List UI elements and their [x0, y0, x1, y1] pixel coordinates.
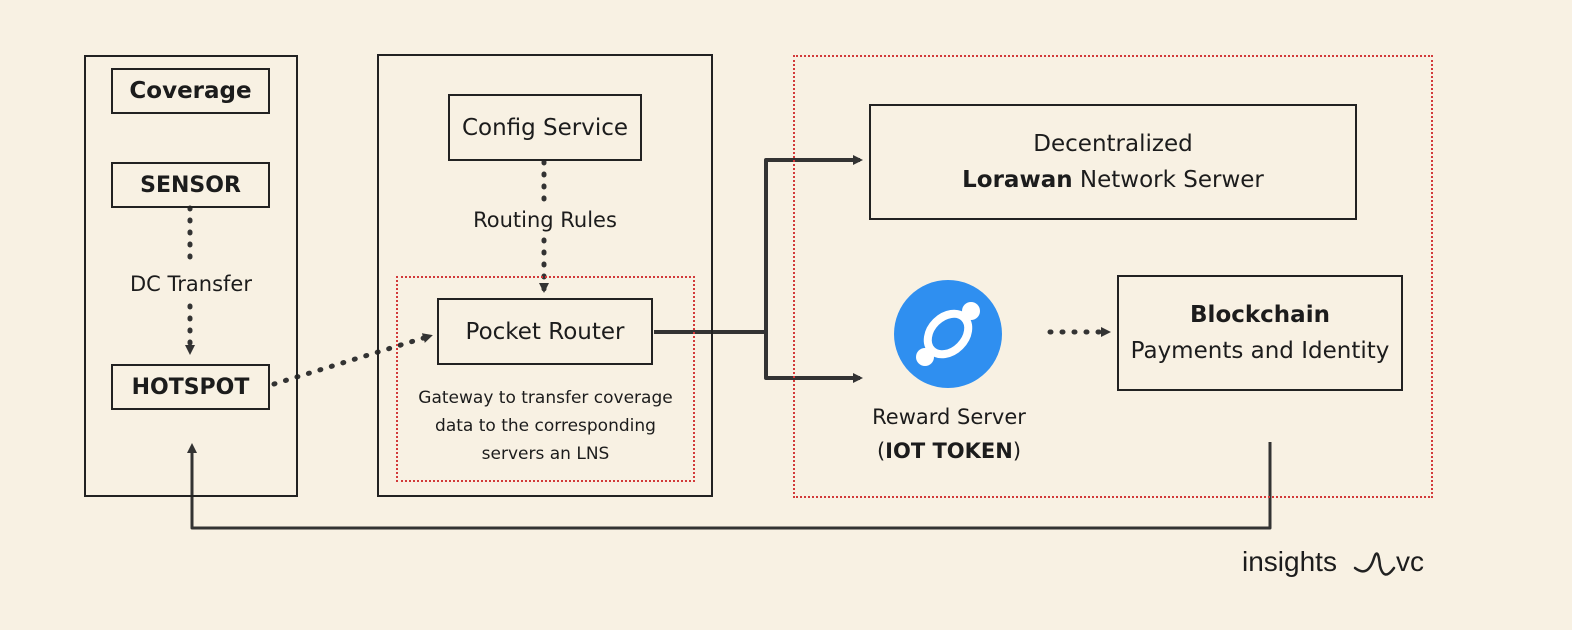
- router-to-lns-arrow: [654, 155, 863, 334]
- reward-server-label: Reward Server (IOT TOKEN): [840, 400, 1058, 468]
- iot-token-text: IOT TOKEN: [885, 439, 1013, 463]
- middle-panel: [377, 54, 713, 497]
- gateway-description-line-1: Gateway to transfer coverage: [418, 388, 673, 408]
- lns-line-1: Decentralized: [1033, 131, 1193, 157]
- lns-rest-text: Network Serwer: [1072, 167, 1264, 193]
- helium-icon-disc: [894, 280, 1002, 388]
- router-to-reward-arrow: [764, 332, 863, 383]
- routing-rules-label: Routing Rules: [473, 208, 617, 232]
- iot-open-paren: (: [876, 439, 886, 463]
- router-highlight-frame: [396, 276, 695, 482]
- lns-server-box: Decentralized Lorawan Network Serwer: [869, 104, 1357, 220]
- lns-line-2: Lorawan Network Serwer: [962, 162, 1264, 198]
- gateway-description-line-3: servers an LNS: [481, 444, 610, 464]
- brand-logo: insights vc: [1242, 546, 1442, 586]
- gateway-description: Gateway to transfer coverage data to the…: [398, 384, 693, 468]
- config-service-box: Config Service: [448, 94, 642, 161]
- dc-transfer-label: DC Transfer: [130, 272, 252, 296]
- brand-text-right: vc: [1396, 546, 1424, 577]
- hotspot-to-router-dotted-arrow: [271, 333, 433, 387]
- blockchain-subtitle: Payments and Identity: [1130, 338, 1390, 364]
- feedback-loop-arrow: [187, 442, 1272, 530]
- iot-token-line: (IOT TOKEN): [840, 434, 1058, 468]
- hotspot-box: HOTSPOT: [111, 364, 270, 410]
- right-panel-frame: [793, 55, 1433, 498]
- brand-text-left: insights: [1242, 546, 1337, 577]
- helium-icon-ring: [923, 309, 973, 359]
- brand-swoosh-mark: [1353, 552, 1396, 576]
- coverage-box: Coverage: [111, 68, 270, 114]
- left-panel: [84, 55, 298, 497]
- reward-server-title: Reward Server: [872, 405, 1026, 429]
- lns-bold-word: Lorawan: [962, 167, 1073, 193]
- helium-icon-dot-bottom: [916, 348, 934, 366]
- helium-token-icon: [894, 280, 1002, 388]
- iot-close-paren: ): [1012, 439, 1022, 463]
- blockchain-title: Blockchain: [1190, 302, 1330, 328]
- pocket-router-box: Pocket Router: [437, 298, 653, 365]
- gateway-description-line-2: data to the corresponding: [435, 416, 656, 436]
- helium-icon-dot-top: [962, 302, 980, 320]
- sensor-box: SENSOR: [111, 162, 270, 208]
- blockchain-box: Blockchain Payments and Identity: [1117, 275, 1403, 391]
